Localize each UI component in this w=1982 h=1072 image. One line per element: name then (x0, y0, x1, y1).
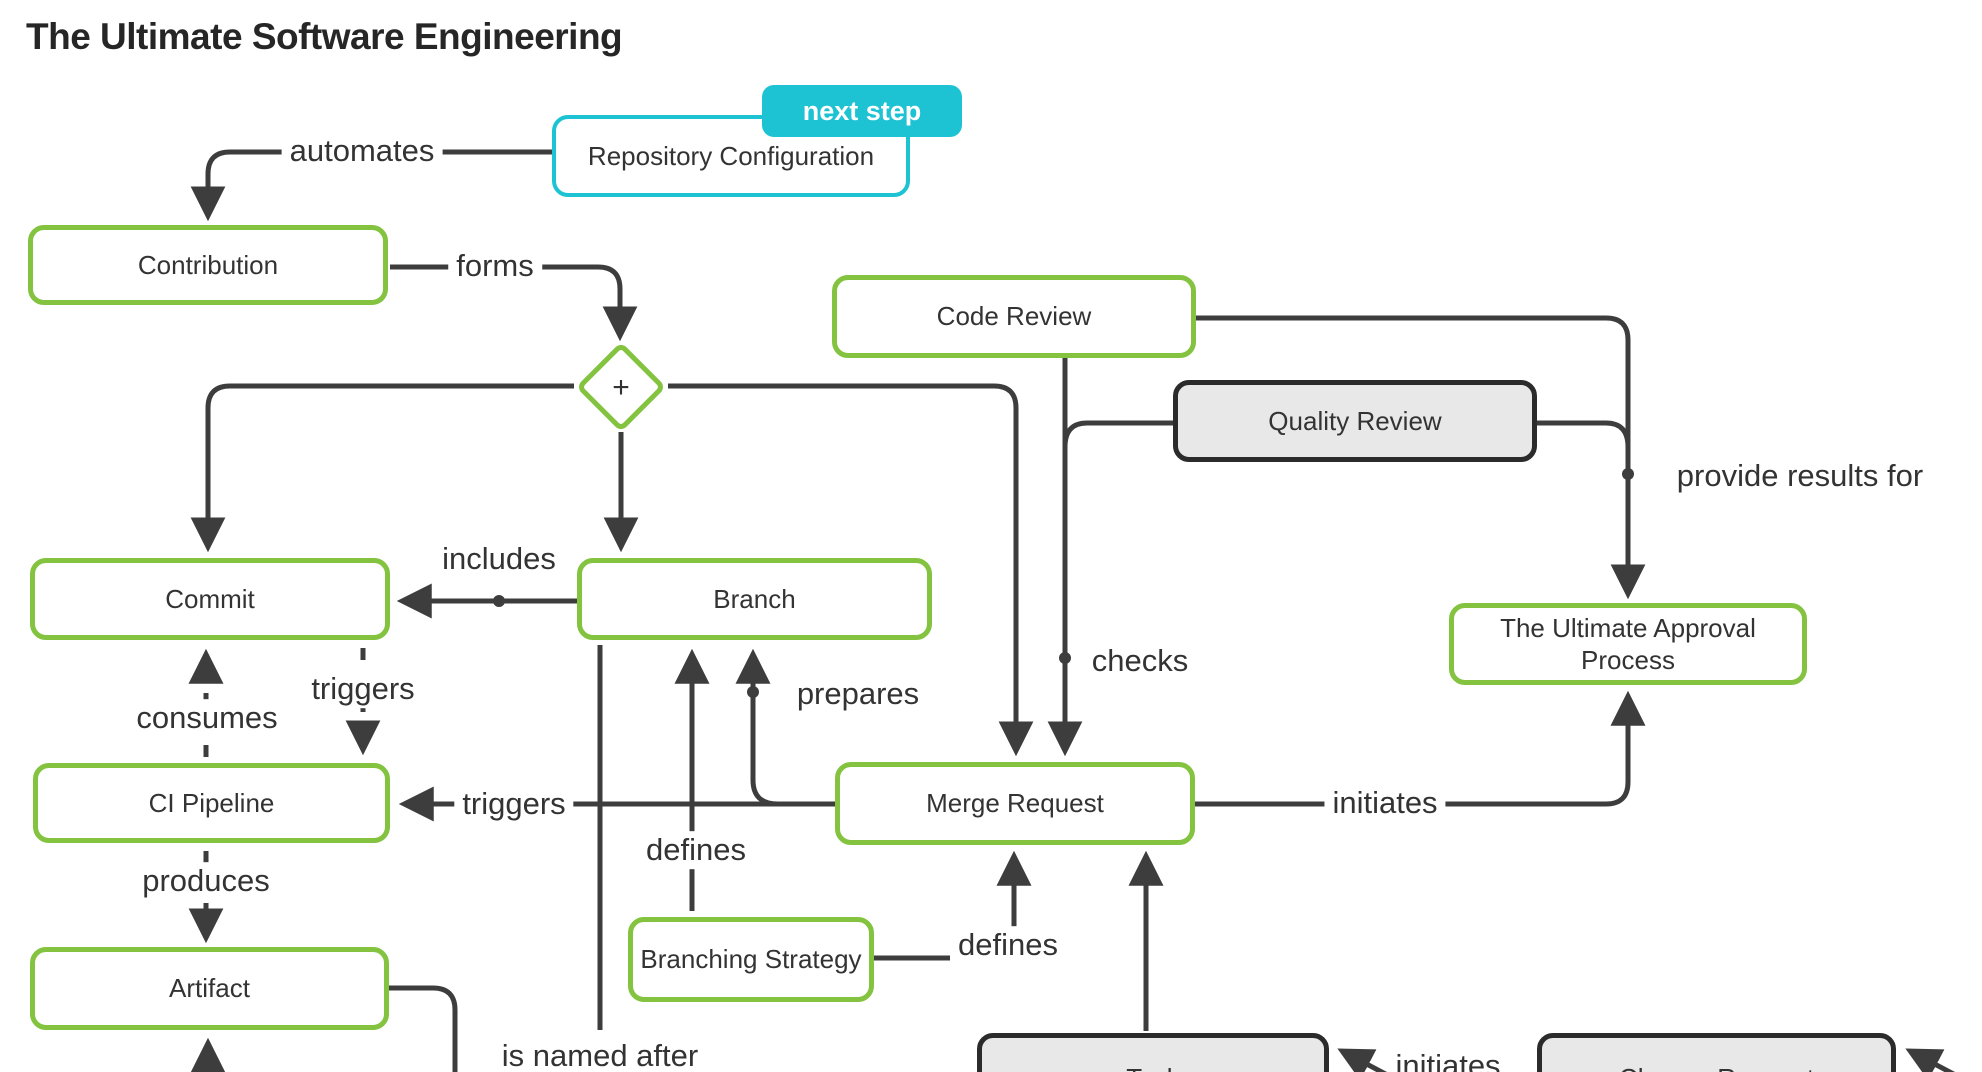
edge-label-prepares: prepares (788, 675, 928, 713)
edge-prepares (735, 648, 779, 807)
diagram-title: The Ultimate Software Engineering (26, 16, 623, 57)
edge-is-named-after-a (389, 985, 458, 1072)
edge-forms (390, 264, 638, 342)
edge-label-defines-branch: defines (638, 831, 754, 869)
node-artifact-label: Artifact (169, 973, 250, 1004)
edge-initiates-approval (1195, 690, 1646, 807)
node-approval-process: The Ultimate Approval Process (1449, 603, 1807, 685)
node-repository-configuration-label: Repository Configuration (587, 140, 875, 171)
node-change-request: Change Request (1537, 1033, 1896, 1072)
edge-label-consumes: consumes (128, 699, 286, 737)
edge-quality-review-join-results (1537, 420, 1631, 448)
node-branching-strategy-label: Branching Strategy (640, 944, 862, 975)
node-quality-review-label: Quality Review (1268, 405, 1442, 436)
edge-label-automates: automates (281, 132, 443, 170)
edge-label-defines-mr: defines (950, 926, 1066, 964)
node-task-label: Task (1126, 1062, 1179, 1072)
edge-dot-checks (1059, 652, 1071, 664)
edge-label-provide-results: provide results for (1668, 457, 1932, 495)
edge-label-triggers-solid: triggers (454, 785, 574, 823)
edge-automates (190, 149, 552, 222)
edge-into-change-request (1905, 1048, 1956, 1072)
node-branch: Branch (577, 558, 932, 640)
node-ci-pipeline: CI Pipeline (33, 763, 390, 843)
node-code-review: Code Review (832, 275, 1196, 358)
node-branch-label: Branch (713, 583, 796, 614)
edge-junction-to-commit (190, 383, 574, 553)
edge-dot-includes (493, 595, 505, 607)
node-branching-strategy: Branching Strategy (628, 917, 874, 1002)
edge-label-is-named-after: is named after (493, 1037, 707, 1072)
edge-dot-provide-results (1622, 468, 1634, 480)
node-commit-label: Commit (165, 583, 255, 614)
node-commit: Commit (30, 558, 390, 640)
node-code-review-label: Code Review (936, 301, 1092, 332)
edge-label-forms: forms (448, 247, 542, 285)
edge-label-includes: includes (434, 540, 564, 578)
node-approval-process-label: The Ultimate Approval Process (1500, 612, 1756, 676)
edge-label-produces: produces (134, 862, 278, 900)
edge-junction-to-merge-request (668, 383, 1034, 757)
node-artifact: Artifact (30, 947, 389, 1030)
node-contribution: Contribution (28, 225, 388, 305)
node-merge-request-label: Merge Request (926, 788, 1104, 819)
edge-dot-prepares (747, 686, 759, 698)
node-contribution-label: Contribution (137, 249, 279, 280)
edge-label-triggers-dashed: triggers (303, 670, 423, 708)
node-merge-request: Merge Request (835, 762, 1195, 845)
next-step-badge-label: next step (802, 95, 922, 126)
node-ci-pipeline-label: CI Pipeline (148, 787, 275, 818)
edge-label-initiates-approval: initiates (1324, 784, 1446, 822)
node-change-request-label: Change Request (1619, 1062, 1814, 1072)
edge-label-checks: checks (1083, 642, 1197, 680)
node-task: Task (977, 1033, 1329, 1072)
edge-provide-results (1196, 315, 1646, 600)
node-quality-review: Quality Review (1173, 380, 1537, 462)
edge-label-initiates-task: initiates (1387, 1047, 1509, 1072)
plus-junction-label: + (612, 371, 630, 404)
edge-quality-review-join-checks (1062, 420, 1173, 448)
edge-initiates-task (1337, 1048, 1388, 1072)
next-step-badge: next step (762, 85, 962, 137)
